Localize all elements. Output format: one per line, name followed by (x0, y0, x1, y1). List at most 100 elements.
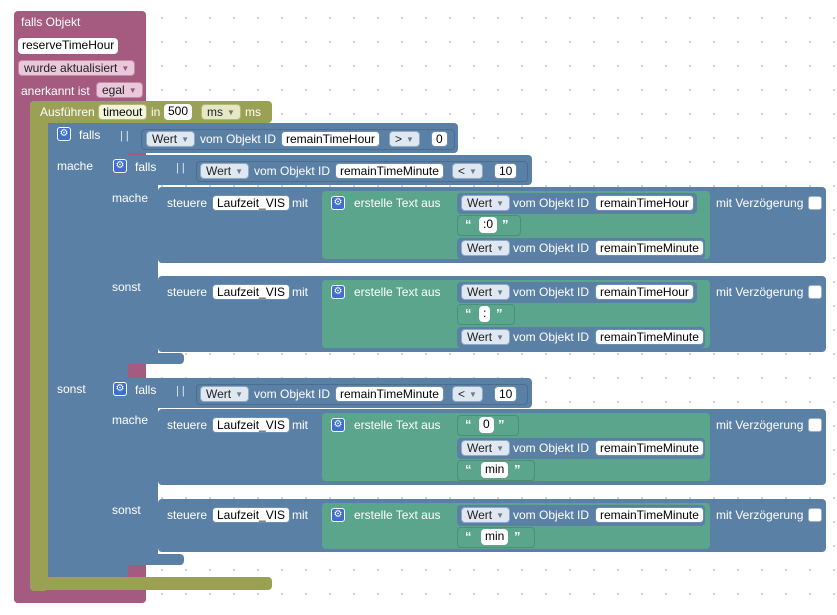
target-id-field[interactable]: Laufzeit_VIS (212, 284, 291, 300)
wert-dropdown[interactable]: Wert▼ (200, 386, 250, 402)
object-id-field[interactable]: remainTimeMinute (595, 329, 704, 345)
wert-dropdown[interactable]: Wert▼ (146, 131, 196, 147)
gear-icon[interactable]: ⚙ (113, 159, 127, 173)
object-id-field[interactable]: remainTimeMinute (335, 163, 444, 179)
wert-value: Wert (467, 441, 493, 455)
vom-objekt-label: vom Objekt ID (513, 330, 590, 344)
object-id-field[interactable]: remainTimeHour (595, 195, 694, 211)
inner-if2-block[interactable] (104, 378, 158, 565)
wert-dropdown[interactable]: Wert▼ (461, 329, 511, 345)
compare-number-field[interactable]: 0 (431, 131, 448, 147)
wert-value: Wert (467, 196, 493, 210)
erstelle-text-label: erstelle Text aus (354, 418, 441, 432)
string-field[interactable]: min (481, 529, 509, 545)
object-id-field[interactable]: remainTimeHour (281, 131, 380, 147)
timeout-name-field[interactable]: timeout (98, 104, 148, 120)
trigger-title: falls Objekt (21, 15, 81, 29)
trigger-event-value: wurde aktualisiert (24, 61, 118, 75)
connector-lines: | | (176, 162, 185, 174)
dropdown-arrow-icon: ▼ (406, 135, 414, 144)
dropdown-arrow-icon: ▼ (496, 444, 505, 453)
gear-icon[interactable]: ⚙ (331, 196, 345, 210)
operator-dropdown[interactable]: >▼ (389, 131, 420, 147)
timeout-block-bottom (30, 577, 272, 590)
target-id-field[interactable]: Laufzeit_VIS (212, 417, 291, 433)
gear-icon[interactable]: ⚙ (113, 382, 127, 396)
dropdown-arrow-icon: ▼ (496, 244, 505, 253)
vom-objekt-label: vom Objekt ID (513, 441, 590, 455)
open-quote-icon: “ (465, 217, 472, 232)
mit-label: mit (292, 508, 308, 522)
checkbox-icon[interactable] (808, 508, 822, 522)
wert-dropdown[interactable]: Wert▼ (461, 440, 511, 456)
checkbox-icon[interactable] (808, 196, 822, 210)
timeout-value-field[interactable]: 500 (164, 104, 193, 120)
object-id-field[interactable]: remainTimeHour (595, 284, 694, 300)
vom-objekt-label: vom Objekt ID (200, 132, 277, 146)
string-field[interactable]: : (479, 306, 491, 322)
dropdown-arrow-icon: ▼ (496, 288, 505, 297)
close-quote-icon: ” (496, 306, 503, 321)
trigger-ack-dropdown[interactable]: egal▼ (96, 82, 143, 98)
inner-if1-label: falls (135, 160, 157, 174)
steuere-label: steuere (167, 196, 208, 210)
wert-value: Wert (467, 285, 493, 299)
trigger-ack-value: egal (102, 83, 125, 97)
connector-lines: | | (176, 385, 185, 397)
trigger-event-dropdown[interactable]: wurde aktualisiert▼ (18, 60, 136, 76)
wert-dropdown[interactable]: Wert▼ (461, 284, 511, 300)
close-quote-icon: ” (498, 417, 505, 432)
inner-if2-label: falls (135, 383, 157, 397)
operator-dropdown[interactable]: <▼ (452, 163, 483, 179)
trigger-ack-label: anerkannt ist (21, 84, 90, 98)
mit-label: mit (292, 418, 308, 432)
erstelle-text-label: erstelle Text aus (354, 285, 441, 299)
string-field[interactable]: min (481, 462, 509, 478)
operator-dropdown[interactable]: <▼ (452, 386, 483, 402)
dropdown-arrow-icon: ▼ (496, 511, 505, 520)
string-field[interactable]: :0 (479, 217, 498, 233)
object-id-field[interactable]: remainTimeMinute (335, 386, 444, 402)
timeout-unit-dropdown[interactable]: ms▼ (201, 104, 241, 120)
dropdown-arrow-icon: ▼ (128, 86, 137, 95)
trigger-object-id-field[interactable]: reserveTimeHour (18, 38, 119, 54)
wert-dropdown[interactable]: Wert▼ (461, 240, 511, 256)
wert-dropdown[interactable]: Wert▼ (461, 507, 511, 523)
string-field[interactable]: 0 (479, 417, 494, 433)
vom-objekt-label: vom Objekt ID (513, 196, 590, 210)
compare-number-field[interactable]: 10 (494, 163, 518, 179)
gear-icon[interactable]: ⚙ (331, 285, 345, 299)
inner-if2-mache-label: mache (112, 413, 149, 427)
steuere-label: steuere (167, 508, 208, 522)
checkbox-icon[interactable] (808, 285, 822, 299)
checkbox-icon[interactable] (808, 418, 822, 432)
vom-objekt-label: vom Objekt ID (254, 164, 331, 178)
object-id-field[interactable]: remainTimeMinute (595, 440, 704, 456)
target-id-field[interactable]: Laufzeit_VIS (212, 195, 291, 211)
steuere-label: steuere (167, 418, 208, 432)
compare-number-field[interactable]: 10 (494, 386, 518, 402)
timeout-unit-value: ms (207, 105, 223, 119)
gear-icon[interactable]: ⚙ (57, 127, 71, 141)
open-quote-icon: “ (465, 417, 472, 432)
vom-objekt-label: vom Objekt ID (513, 285, 590, 299)
inner-if1-mache-label: mache (112, 191, 149, 205)
inner-if1-block[interactable] (104, 155, 158, 364)
verzoegerung-label: mit Verzögerung (716, 196, 804, 210)
open-quote-icon: “ (465, 529, 472, 544)
wert-value: Wert (467, 508, 493, 522)
wert-value: Wert (206, 164, 232, 178)
operator-value: < (458, 387, 466, 401)
timeout-block-rail (30, 101, 48, 591)
dropdown-arrow-icon: ▼ (496, 333, 505, 342)
inner-if1-bottom (104, 353, 184, 364)
wert-dropdown[interactable]: Wert▼ (200, 163, 250, 179)
gear-icon[interactable]: ⚙ (331, 418, 345, 432)
wert-dropdown[interactable]: Wert▼ (461, 195, 511, 211)
gear-icon[interactable]: ⚙ (331, 508, 345, 522)
object-id-field[interactable]: remainTimeMinute (595, 240, 704, 256)
outer-if-bottom (48, 566, 128, 577)
target-id-field[interactable]: Laufzeit_VIS (212, 507, 291, 523)
operator-value: > (395, 132, 403, 146)
object-id-field[interactable]: remainTimeMinute (595, 507, 704, 523)
